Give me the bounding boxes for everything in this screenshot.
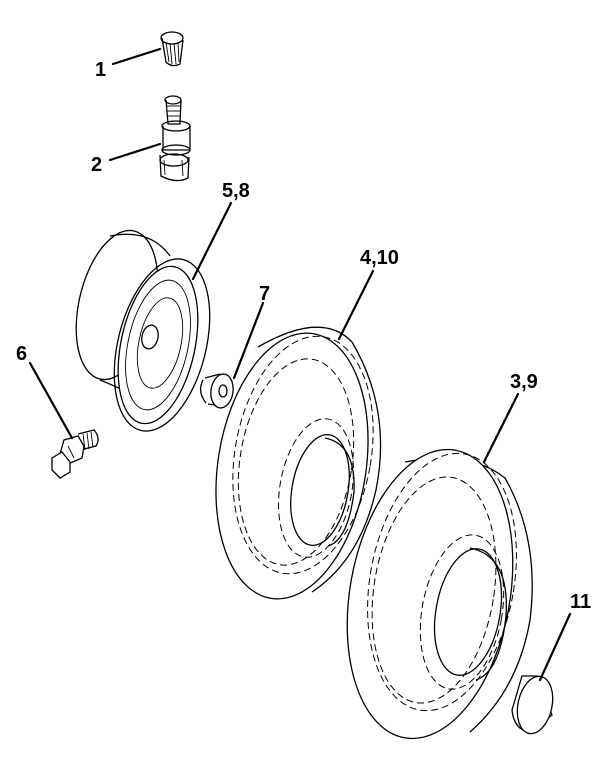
- leader-line-5-8: [191, 201, 233, 281]
- leader-lines: [28, 47, 572, 682]
- callout-11: 11: [570, 591, 591, 613]
- leader-line-1: [111, 47, 162, 66]
- callout-2: 2: [91, 154, 102, 176]
- callout-6: 6: [16, 343, 27, 365]
- leader-line-4-10: [337, 269, 375, 341]
- leader-line-3-9: [482, 392, 520, 464]
- lug-bolt-part: [51, 429, 99, 479]
- wheel-rim-part: [75, 229, 211, 432]
- leader-line-2: [108, 142, 162, 162]
- leader-line-7: [232, 301, 265, 380]
- valve-stem-part: [159, 95, 191, 182]
- callout-3-9: 3,9: [510, 371, 538, 393]
- callout-4-10: 4,10: [360, 247, 399, 269]
- callout-7: 7: [259, 283, 270, 305]
- spacer-bushing-part: [199, 373, 234, 409]
- callout-1: 1: [95, 59, 106, 81]
- callout-5-8: 5,8: [222, 180, 250, 202]
- tire-outer-part: [346, 448, 533, 740]
- tire-inner-part: [215, 326, 382, 600]
- hub-cap-part: [511, 675, 554, 735]
- leader-line-6: [28, 361, 74, 440]
- valve-cap-part: [160, 31, 184, 67]
- leader-line-11: [538, 612, 572, 682]
